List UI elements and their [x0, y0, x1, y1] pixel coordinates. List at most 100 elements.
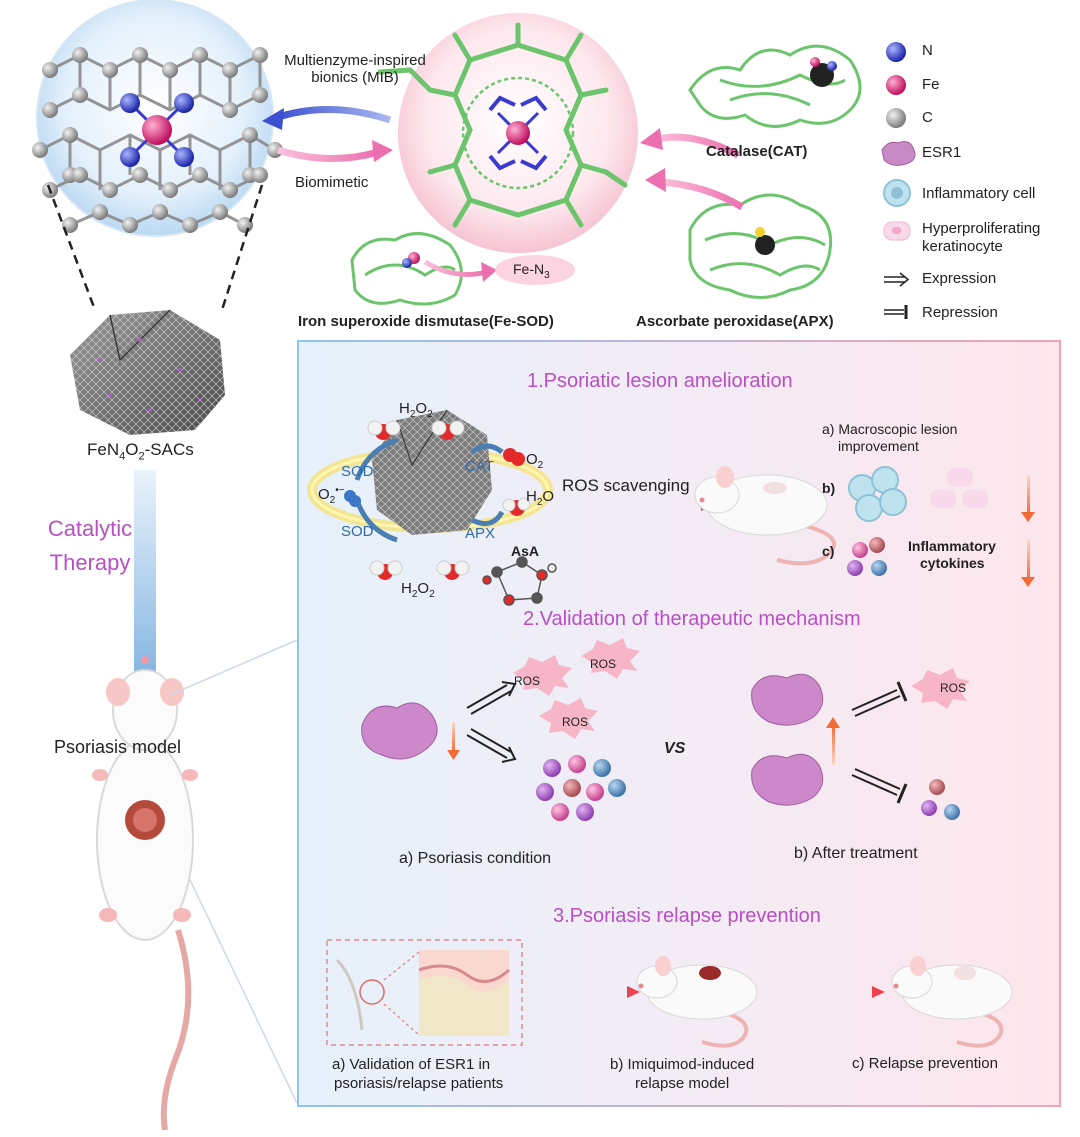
h2o-molecule: [502, 497, 531, 516]
carbon-atom-icon: [886, 108, 906, 128]
h2o2-label-top: H2O2: [399, 400, 433, 420]
h2o2-molecule-4: [436, 560, 470, 580]
ros-label-3: ROS: [562, 715, 589, 729]
inflammatory-cells-sec1: [848, 466, 907, 522]
mouse-sec3-relapse: [636, 956, 758, 1048]
panel-connector-bottom: [189, 879, 298, 1104]
cat-label: CAT: [465, 458, 494, 475]
after-treatment-caption: b) After treatment: [794, 845, 918, 862]
legend-expression: Expression: [922, 270, 997, 287]
mouse-sec3-prevented: [891, 956, 1013, 1048]
superoxide-molecule: [344, 490, 361, 507]
asa-molecule: [482, 556, 557, 606]
iron-atom-icon: [886, 75, 906, 95]
zoom-line-right: [220, 184, 264, 311]
fe-n3-pill: [495, 255, 575, 285]
o2-molecule: [503, 448, 525, 466]
graphene-bubble: [32, 0, 283, 237]
panel-connector-top: [169, 639, 298, 696]
sac-label: FeN4O2-SACs: [87, 440, 194, 463]
c-label-sec1: c): [822, 543, 835, 559]
legend-inflammatory: Inflammatory cell: [922, 185, 1036, 202]
o2-label: O2: [526, 451, 544, 471]
psoriasis-model-label: Psoriasis model: [54, 737, 182, 757]
relapse-prevention-caption: c) Relapse prevention: [852, 1055, 998, 1072]
asa-label: AsA: [511, 543, 540, 559]
catalase-label: Catalase(CAT): [706, 143, 808, 160]
esr1-protein-sec2-a: [361, 702, 438, 760]
porphyrin-bubble: [377, 13, 638, 253]
h2o2-molecule-3: [369, 560, 403, 580]
legend-icons: [881, 42, 916, 319]
h2o-label: H2O: [526, 488, 555, 508]
decrease-arrow-2: [1027, 540, 1030, 580]
ros-label-1: ROS: [514, 674, 541, 688]
sod-arrow: [423, 259, 488, 277]
left-svg: [70, 309, 298, 1130]
legend-n: N: [922, 42, 933, 59]
mib-arrow: [273, 105, 392, 124]
esr1-decrease-arrow: [452, 722, 455, 752]
esr1-protein-icon: [881, 141, 916, 166]
mouse-sec1: [694, 466, 836, 566]
mouse-figure: [92, 656, 198, 1130]
fe-sod-label: Iron superoxide dismutase(Fe-SOD): [298, 313, 554, 330]
apx-label-panel: APX: [465, 525, 496, 542]
cytokine-balls-sec1: [847, 537, 887, 576]
b-label-sec1: b): [822, 480, 836, 496]
keratinocytes-sec1: [930, 468, 988, 508]
apx-arrow: [659, 178, 744, 211]
cytokine-balls-sec2-b: [921, 779, 960, 820]
psoriasis-condition-caption: a) Psoriasis condition: [399, 850, 552, 867]
top-svg: [32, 0, 916, 319]
ros-label-4: ROS: [940, 681, 967, 695]
vs-label: VS: [664, 740, 686, 757]
expression-arrow-icon: [884, 272, 910, 287]
catalase-arrow: [654, 133, 740, 159]
repression-bar-icon: [884, 305, 908, 319]
section2-title: 2.Validation of therapeutic mechanism: [523, 608, 861, 630]
ros-label-2: ROS: [590, 657, 617, 671]
legend-esr1: ESR1: [922, 144, 962, 161]
h2o2-label-bottom: H2O2: [401, 580, 435, 600]
repression-sec2: [851, 681, 908, 804]
ros-burst-4: [911, 668, 970, 709]
nitrogen-atom-icon: [886, 42, 906, 62]
ros-burst-2: [581, 638, 640, 679]
section1-title: 1.Psoriatic lesion amelioration: [527, 370, 793, 392]
esr1-increase-arrow: [832, 725, 835, 765]
ros-burst-1: [513, 655, 572, 696]
sod-label-bottom: SOD: [341, 523, 374, 540]
legend-repression: Repression: [922, 304, 998, 321]
ros-scavenging-label: ROS scavenging: [562, 476, 690, 495]
apx-label: Ascorbate peroxidase(APX): [636, 313, 834, 330]
catalase-protein: [688, 44, 862, 128]
biomimetic-arrow: [276, 146, 379, 163]
skin-validation-box: [326, 939, 523, 1046]
esr1-protein-sec2-b2: [751, 753, 824, 806]
fe-n3-label: Fe-N3: [513, 261, 550, 281]
zoom-line-left: [46, 184, 97, 311]
panel-svg: [307, 409, 1035, 1048]
superoxide-label: O2•−: [318, 485, 345, 506]
esr1-protein-sec2-b1: [751, 673, 824, 726]
section3-title: 3.Psoriasis relapse prevention: [553, 905, 821, 927]
cytokine-balls-sec2-a: [536, 755, 626, 821]
legend-fe: Fe: [922, 76, 940, 93]
expression-arrows-sec2: [466, 681, 517, 763]
legend-c: C: [922, 109, 933, 126]
ros-burst-3: [539, 698, 598, 739]
sac-nanoparticle: [70, 309, 225, 435]
catalytic-scheme: [307, 409, 557, 606]
sod-label-top: SOD: [341, 463, 374, 480]
biomimetic-label: Biomimetic: [295, 174, 369, 191]
decrease-arrow-1: [1027, 475, 1030, 515]
